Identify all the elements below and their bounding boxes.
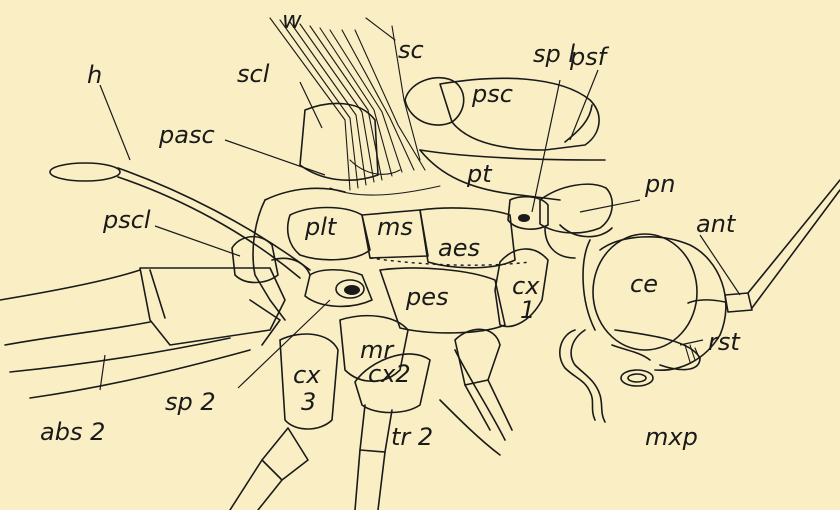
label-scl: scl [237,60,270,88]
spiracle-2 [344,285,360,295]
label-cx1-number: 1 [520,296,535,324]
label-pscl: pscl [102,206,151,234]
label-psf: psf [569,43,610,71]
prescutum-plate [440,78,599,150]
scutellum-plate [300,103,378,180]
label-sc: sc [398,36,424,64]
label-ms: ms [377,213,413,241]
label-pn: pn [644,170,675,198]
label-ce: ce [630,270,658,298]
label-w: w [282,6,302,34]
abdomen [0,268,285,398]
label-plt: plt [304,213,338,241]
label-spl: sp l [533,40,575,68]
dorsal-plates [300,78,612,258]
label-ant: ant [696,210,737,238]
labels: w sc sp l psf scl psc h pasc pn pt ant p… [40,6,741,451]
label-pasc: pasc [158,121,215,149]
leader-lines [100,70,740,390]
label-cx3-number: 3 [301,388,316,416]
label-psc: psc [471,80,513,108]
label-rst: rst [708,328,741,356]
pronotum-plate [540,184,612,233]
label-cx3: cx [293,361,321,389]
label-aes: aes [438,234,480,262]
label-h: h [87,61,102,89]
label-pt: pt [466,160,493,188]
scutum-plate [405,78,464,125]
spiracle-1 [518,214,530,222]
label-mxp: mxp [645,423,698,451]
label-sp2: sp 2 [165,388,216,416]
label-cx2: cx2 [368,360,411,388]
label-tr2: tr 2 [391,423,433,451]
label-abs2: abs 2 [40,418,105,446]
haltere [50,163,310,278]
label-pes: pes [405,283,449,311]
